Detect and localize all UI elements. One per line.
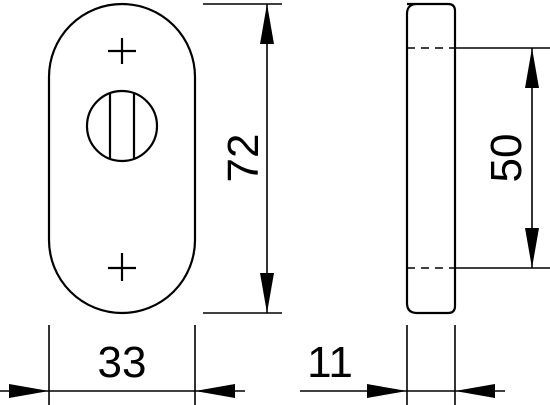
turn-knob <box>85 89 159 163</box>
bottom-screw-hole <box>108 253 136 281</box>
top-screw-hole <box>108 38 136 64</box>
hole-spacing-dimension-label: 50 <box>482 134 531 183</box>
height-dimension-label: 72 <box>219 134 268 183</box>
width-dimension-label: 33 <box>98 338 147 387</box>
side-view <box>405 2 457 315</box>
thickness-dimension: 11 <box>300 325 505 405</box>
plate-outline <box>47 2 197 315</box>
width-dimension: 33 <box>0 325 245 405</box>
thickness-dimension-label: 11 <box>307 338 353 387</box>
front-view <box>47 2 197 315</box>
height-dimension: 72 <box>203 3 282 314</box>
hole-spacing-dimension: 50 <box>455 47 550 269</box>
side-profile-outline <box>405 2 457 315</box>
